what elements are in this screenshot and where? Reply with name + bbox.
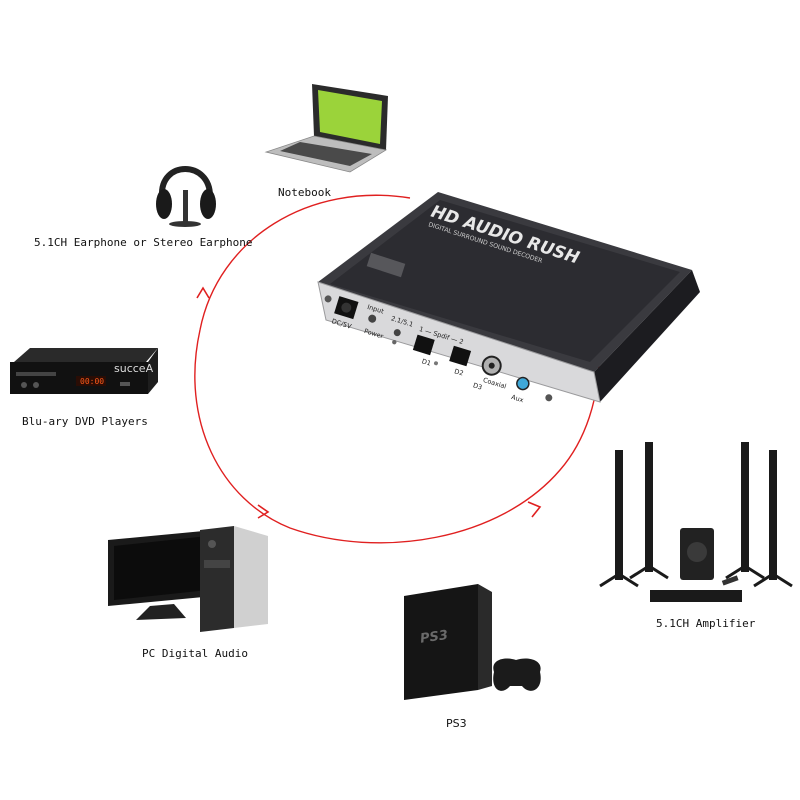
screw-right	[545, 394, 553, 402]
earphone-label: 5.1CH Earphone or Stereo Earphone	[34, 236, 253, 249]
pc-tower-front	[200, 526, 234, 632]
speaker-tower-3	[741, 442, 749, 572]
d3-label: D3	[472, 381, 483, 391]
decoder-device: HD AUDIO RUSH DIGITAL SURROUND SOUND DEC…	[317, 192, 700, 404]
dvd-display	[76, 376, 106, 386]
dvd-top	[14, 348, 158, 362]
notebook-keyboard	[280, 142, 372, 166]
dvd-usb-slot	[120, 382, 130, 386]
ps3-logo: PS3	[419, 628, 449, 647]
optical-port-1	[412, 334, 435, 356]
pc-device	[108, 526, 268, 632]
pc-monitor-stand	[136, 604, 186, 620]
aux-label: Aux	[510, 393, 524, 404]
d2-label: D2	[453, 367, 464, 377]
speaker-tower-4	[769, 450, 777, 580]
decoder-right-side	[594, 270, 700, 402]
pc-label: PC Digital Audio	[142, 647, 248, 660]
dvd-brand: succeA	[114, 362, 154, 375]
speaker-tower-2	[645, 442, 653, 572]
blurred-logo	[366, 252, 406, 278]
dvd-player-device: succeA 00:00	[10, 348, 158, 394]
dvd-display-text: 00:00	[80, 377, 104, 386]
ps3-controller	[493, 658, 541, 691]
pc-drive-bay	[204, 560, 230, 568]
ps3-side	[478, 584, 492, 690]
remote-control	[721, 575, 739, 586]
speaker-tower-1	[615, 450, 623, 580]
d1-label: D1	[421, 357, 432, 367]
amplifier-label: 5.1CH Amplifier	[656, 617, 756, 630]
notebook-device	[264, 84, 388, 173]
speaker-foot-1	[599, 572, 639, 588]
screw-left	[324, 295, 332, 303]
input-button	[368, 314, 377, 323]
d1-led	[433, 361, 438, 366]
aux-port	[516, 376, 530, 391]
ps3-device: PS3	[404, 584, 541, 700]
pc-power-button	[208, 540, 216, 548]
headphone-band	[158, 166, 213, 197]
decoder-top-shine	[330, 200, 680, 362]
dvd-button-1	[21, 382, 27, 388]
speaker-set-device	[599, 442, 793, 602]
dvd-label: Blu-ary DVD Players	[22, 415, 148, 428]
center-speaker	[650, 590, 742, 602]
pc-tower-side	[234, 526, 268, 628]
mode-button	[393, 329, 401, 337]
loop-arrow-bottom-left	[257, 504, 270, 519]
headphone-stand-base	[169, 221, 201, 227]
dc-port-hole	[341, 302, 352, 313]
headphones-device	[156, 166, 216, 227]
dvd-side	[148, 348, 158, 394]
speaker-foot-3	[725, 564, 765, 580]
speaker-foot-2	[629, 564, 669, 580]
dvd-button-2	[33, 382, 39, 388]
decoder-front-panel	[317, 281, 601, 403]
power-led	[392, 339, 397, 345]
headphone-cup-left	[156, 189, 172, 219]
loop-ring	[194, 194, 600, 544]
subwoofer-cone	[687, 542, 707, 562]
loop-arrow-bottom-right	[527, 501, 542, 518]
headphone-stand	[183, 190, 188, 224]
ps3-console	[404, 584, 478, 700]
notebook-screen	[318, 90, 382, 144]
notebook-label: Notebook	[278, 186, 331, 199]
headphone-cup-right	[200, 189, 216, 219]
coaxial-label: Coaxial	[482, 376, 507, 391]
ps3-label: PS3	[446, 717, 467, 730]
optical-port-2	[449, 345, 472, 367]
dvd-tray	[16, 372, 56, 376]
connection-loop	[194, 194, 600, 544]
loop-arrow-left	[196, 286, 210, 299]
coaxial-port-core	[488, 362, 495, 369]
pc-monitor-screen	[114, 536, 208, 600]
speaker-foot-4	[753, 572, 793, 588]
